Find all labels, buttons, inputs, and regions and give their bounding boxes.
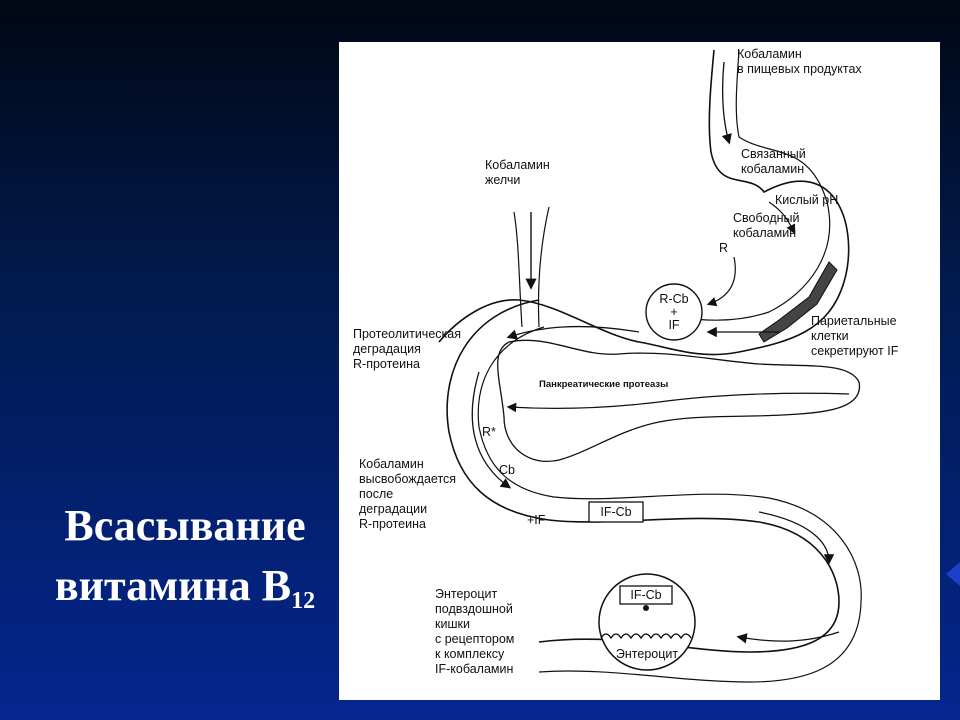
- label-if-cb-cell: IF-Cb: [630, 588, 661, 602]
- receptor-dot: [643, 605, 649, 611]
- intestine-flow-arrow: [758, 511, 835, 565]
- pancreas: [497, 339, 860, 462]
- label-plus-if: +IF: [527, 513, 546, 527]
- slide-title-text: витамина B: [54, 561, 292, 610]
- label-enterocyte-text-3: кишки: [435, 617, 470, 631]
- label-released-2: высвобождается: [359, 472, 456, 486]
- if-cb-cell-box: [619, 585, 673, 605]
- label-r-star: R*: [482, 425, 496, 439]
- label-enterocyte-text-5: к комплексу: [435, 647, 505, 661]
- label-parietal-1: Париетальные: [811, 314, 897, 328]
- ileum-flow-arrow: [736, 631, 840, 644]
- label-proteolytic-1: Протеолитическая: [353, 327, 461, 341]
- label-bound-2: кобаламин: [741, 162, 804, 176]
- label-released-1: Кобаламин: [359, 457, 424, 471]
- label-pancreatic: Панкреатические протеазы: [539, 379, 668, 390]
- label-enterocyte-text-2: подвздошной: [435, 602, 513, 616]
- label-enterocyte-text-1: Энтероцит: [435, 587, 497, 601]
- label-parietal-3: секретируют IF: [811, 344, 899, 358]
- esophagus-stomach-outline: [638, 49, 850, 356]
- slide-title-line1: Всасывание: [64, 501, 306, 550]
- label-r: R: [719, 241, 728, 255]
- slide-title-subscript: 12: [291, 588, 316, 614]
- label-rcb-2: +: [670, 305, 677, 319]
- r-to-rcb-arrow: [706, 256, 736, 307]
- bound-to-free-arrow: [768, 201, 796, 235]
- label-enterocyte-text-4: с рецептором: [435, 632, 514, 646]
- label-released-5: R-протеина: [359, 517, 426, 531]
- label-free-2: кобаламин: [733, 226, 796, 240]
- stomach-inner-outline: [678, 49, 831, 321]
- decorative-triangle: [946, 562, 960, 586]
- label-rcb-1: R-Cb: [659, 292, 688, 306]
- label-enterocyte-text-6: IF-кобаламин: [435, 662, 513, 676]
- label-bile-2: желчи: [485, 173, 520, 187]
- label-acid-ph: Кислый pH: [775, 193, 838, 207]
- bile-duct-left: [513, 211, 523, 328]
- label-if-cb-box: IF-Cb: [600, 505, 631, 519]
- if-cb-box: [588, 501, 644, 523]
- rcb-if-circle: [645, 283, 703, 341]
- label-food-cobalamin-2: в пищевых продуктах: [737, 62, 862, 76]
- slide-title-line2: витамина B12: [40, 556, 330, 631]
- duodenum-outer: [446, 299, 840, 653]
- duodenum-inner: [477, 326, 862, 683]
- stomach-to-duodenum-arrow: [506, 325, 640, 340]
- label-bound-1: Связанный: [741, 147, 806, 161]
- digestion-diagram: Кобаламин в пищевых продуктах Связанный …: [353, 47, 899, 683]
- label-food-cobalamin-1: Кобаламин: [737, 47, 802, 61]
- label-released-4: деградации: [359, 502, 427, 516]
- label-enterocyte-cell: Энтероцит: [616, 647, 678, 661]
- duodenum-down-arrow: [471, 371, 512, 489]
- microvilli: [600, 633, 692, 640]
- slide-title: Всасывание витамина B12: [40, 496, 330, 631]
- label-cb: Cb: [499, 463, 515, 477]
- label-released-3: после: [359, 487, 393, 501]
- pancreatic-duct: [506, 392, 850, 413]
- diagram-panel: Кобаламин в пищевых продуктах Связанный …: [339, 42, 940, 700]
- food-flow-arrow: [721, 61, 732, 145]
- parietal-cells-region: [758, 261, 838, 343]
- label-parietal-2: клетки: [811, 329, 849, 343]
- label-proteolytic-2: деградация: [353, 342, 421, 356]
- label-bile-1: Кобаламин: [485, 158, 550, 172]
- stomach-lower-curve: [438, 299, 640, 343]
- bile-duct-right: [537, 206, 550, 328]
- label-proteolytic-3: R-протеина: [353, 357, 420, 371]
- label-rcb-3: IF: [668, 318, 679, 332]
- label-free-1: Свободный: [733, 211, 799, 225]
